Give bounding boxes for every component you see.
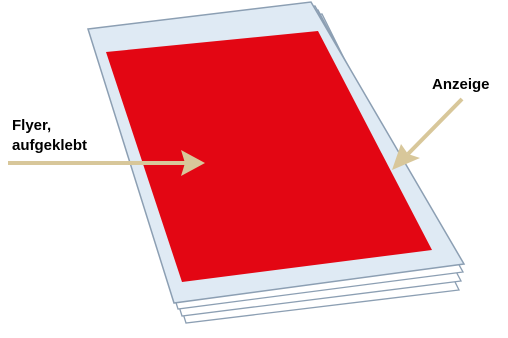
flyer-arrow — [8, 150, 205, 176]
flyer-label-line1: Flyer, — [12, 117, 51, 134]
anzeige-label: Anzeige — [432, 76, 490, 93]
flyer-rectangle — [106, 31, 432, 282]
anzeige-arrow — [392, 97, 464, 170]
flyer-label-line2: aufgeklebt — [12, 137, 87, 154]
